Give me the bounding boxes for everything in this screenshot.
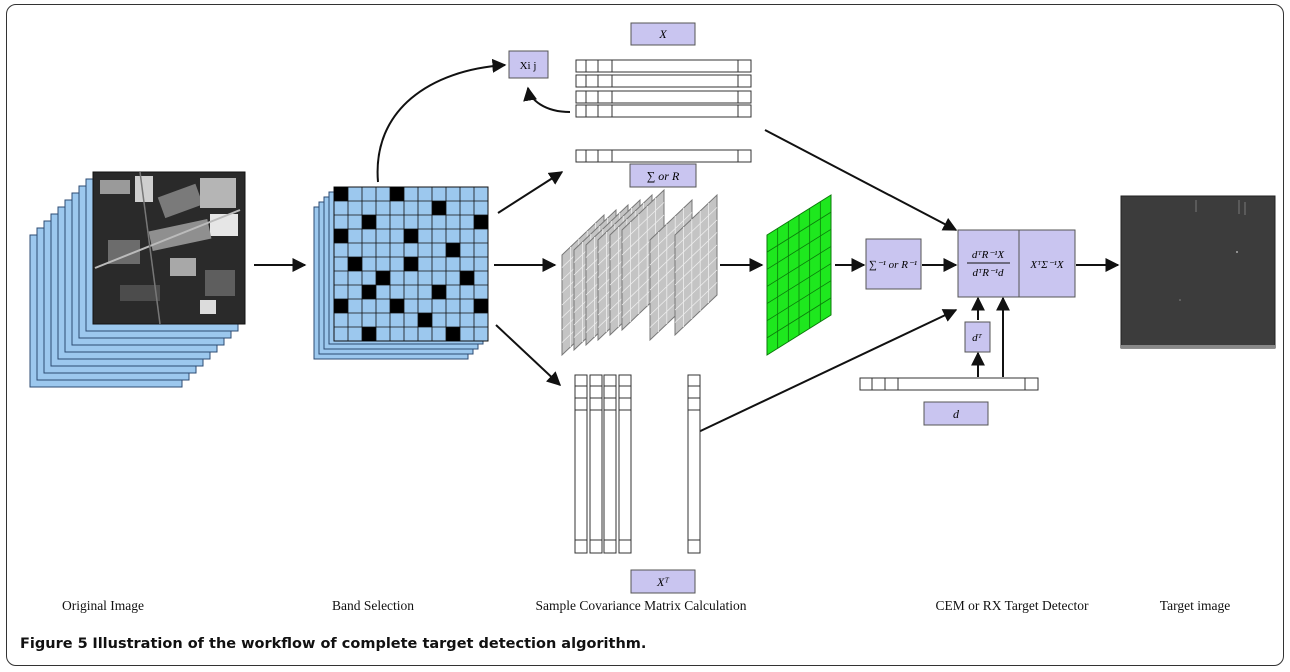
sheet-grid-line — [621, 214, 665, 256]
d-label: d — [953, 407, 960, 421]
sheet-grid-line — [674, 257, 718, 298]
inverse-box — [865, 238, 922, 290]
selected-band-cell — [362, 285, 376, 299]
arrow-matrix-to-xij — [523, 86, 571, 113]
stage-label-covariance: Sample Covariance Matrix Calculation — [535, 598, 747, 613]
selected-band-cell — [334, 187, 348, 201]
selected-band-cell — [348, 257, 362, 271]
column-vector — [589, 374, 603, 554]
selected-band-cell — [474, 215, 488, 229]
sheet-grid-line — [674, 269, 718, 311]
sigma-row-vector — [575, 149, 752, 163]
stage-label-detector: CEM or RX Target Detector — [935, 598, 1089, 613]
d-box — [923, 401, 989, 426]
arrow-band-to-sigma-row — [497, 171, 564, 214]
matrix-grid-line — [766, 228, 832, 270]
xij-box — [508, 50, 549, 79]
sheet-grid-line — [674, 207, 718, 248]
x-transpose-box — [630, 569, 696, 594]
xij-label: Xi j — [520, 60, 537, 72]
column-vector — [687, 374, 701, 554]
covariance-matrix-grid — [766, 194, 832, 356]
cem-denominator: dᵀR⁻¹d — [972, 267, 1004, 279]
sheet-grid-line — [674, 219, 718, 261]
covariance-sheet-stack — [561, 188, 718, 357]
d-transpose-label: dᵀ — [972, 332, 983, 344]
sheet-grid-line — [649, 212, 693, 253]
column-vector — [574, 374, 588, 554]
selected-band-cell — [390, 299, 404, 313]
caption-text: Illustration of the workflow of complete… — [92, 636, 647, 652]
stage-label-original: Original Image — [61, 598, 145, 613]
x-row-matrix — [575, 59, 752, 118]
matrix-grid-line — [766, 280, 832, 322]
satellite-image — [92, 171, 246, 325]
d-row-vector — [859, 377, 1039, 391]
cem-numerator: dᵀR⁻¹X — [972, 249, 1006, 261]
selected-band-cell — [446, 327, 460, 341]
sheet-grid-line — [621, 202, 665, 243]
column-vector — [603, 374, 617, 554]
selected-band-cell — [334, 299, 348, 313]
selected-band-cell — [460, 271, 474, 285]
x-label: X — [658, 27, 667, 41]
matrix-grid-line — [766, 246, 832, 287]
arrow-columns-to-detector — [691, 309, 958, 436]
selected-band-cell — [474, 299, 488, 313]
column-vector — [618, 374, 632, 554]
figure-caption: Figure 5 Illustration of the workflow of… — [20, 636, 646, 652]
arrow-band-to-columns — [495, 324, 562, 386]
selected-band-cell — [362, 215, 376, 229]
x-label-box — [630, 22, 696, 46]
d-row — [859, 377, 1039, 391]
selected-band-cell — [376, 271, 390, 285]
matrix-grid-line — [766, 263, 832, 304]
inverse-label: ∑⁻¹ or R⁻¹ — [869, 259, 917, 271]
target-image — [1120, 195, 1276, 349]
selected-band-cell — [404, 257, 418, 271]
selected-band-cell — [432, 201, 446, 215]
x-row — [575, 59, 752, 73]
x-row — [575, 90, 752, 104]
matrix-grid-line — [766, 297, 832, 339]
selected-band-cell — [334, 229, 348, 243]
band-selection-grid — [333, 186, 489, 342]
sheet-grid-line — [674, 282, 718, 323]
rx-formula: XᵀΣ⁻¹X — [1029, 259, 1065, 271]
d-transpose-box — [964, 321, 991, 353]
selected-band-cell — [362, 327, 376, 341]
stage-label-target: Target image — [1159, 598, 1231, 613]
selected-band-cell — [418, 313, 432, 327]
sigma-or-r-box — [629, 163, 697, 188]
selected-band-cell — [390, 187, 404, 201]
x-transpose-label: Xᵀ — [656, 575, 669, 589]
column-vectors — [574, 374, 701, 554]
sheet-grid-line — [674, 244, 718, 286]
selected-band-cell — [432, 285, 446, 299]
sheet-grid-line — [674, 232, 718, 273]
stage-label-band-selection: Band Selection — [331, 598, 415, 613]
arrow-band-to-xij — [376, 58, 507, 183]
sigma-or-r-label: ∑ or R — [647, 169, 680, 183]
selected-band-cell — [404, 229, 418, 243]
x-row — [575, 104, 752, 118]
sigma-row — [575, 149, 752, 163]
arrow-x-to-detector — [764, 129, 958, 231]
selected-band-cell — [446, 243, 460, 257]
caption-prefix: Figure 5 — [20, 636, 88, 652]
matrix-grid-line — [766, 211, 832, 253]
x-row — [575, 74, 752, 88]
